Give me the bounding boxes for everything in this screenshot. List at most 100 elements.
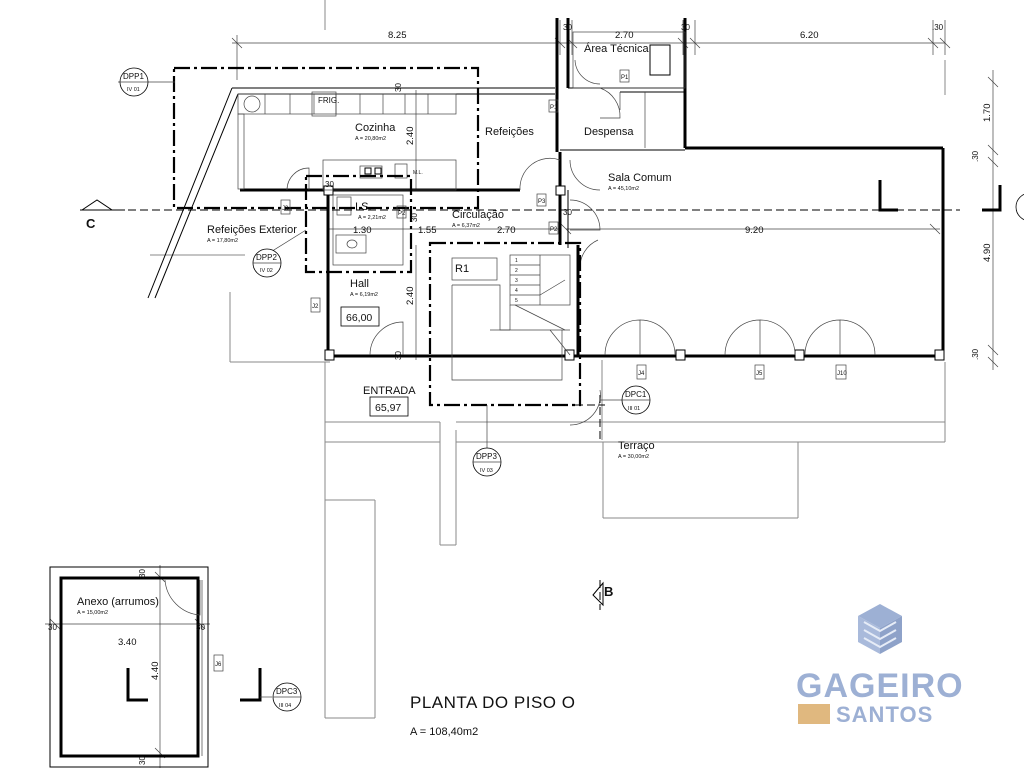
svg-text:DPP2: DPP2 (256, 253, 277, 262)
dim-2-70-mid: 2.70 (497, 225, 516, 236)
anexo (49, 566, 209, 768)
dim-30-kitchen: 30 (325, 180, 334, 189)
level-hall: 66,00 (346, 312, 372, 324)
wc (332, 194, 404, 266)
dim-30-vert-a: 30 (394, 83, 403, 92)
room-refeicoes-exterior: Refeições Exterior (207, 224, 297, 236)
tag-p2-wc: P2 (398, 211, 406, 217)
dim-2-70-top: 2.70 (615, 30, 634, 41)
room-terraco: Terraço (618, 440, 655, 452)
dim-1-55: 1.55 (418, 225, 437, 236)
callout-dpc1: DPC1 III 01 (600, 385, 651, 415)
walls (147, 18, 945, 361)
logo-mark (858, 604, 902, 654)
stair-step-4: 4 (515, 288, 518, 294)
tag-j4: J4 (638, 371, 645, 377)
area-terraco: A = 30,00m2 (618, 454, 649, 460)
area-hall: A = 6,19m2 (350, 292, 378, 298)
dim-30-anexo-r: 30 (196, 623, 205, 632)
dim-30-right-a: .30 (971, 150, 980, 162)
stairs (509, 254, 571, 356)
kitchen-fridge: FRIG. (318, 96, 339, 105)
tag-j6: J6 (215, 662, 222, 668)
callout-dpp1: DPP1 IV 01 (118, 67, 175, 97)
room-labels: Cozinha A = 20,80m2 Refeições Despensa Á… (77, 42, 672, 616)
plan-total-area: A = 108,40m2 (410, 726, 478, 738)
section-b: B (604, 584, 613, 599)
dim-6-20: 6.20 (800, 30, 819, 41)
dimension-lines (45, 20, 999, 768)
dim-2-40-hall: 2.40 (405, 287, 416, 306)
level-entrada: 65,97 (375, 402, 401, 414)
stair-step-1: 1 (515, 258, 518, 264)
outline-lines (150, 0, 946, 719)
dim-9-20: 9.20 (745, 225, 764, 236)
dim-1-70: 1.70 (982, 104, 993, 123)
room-r1: R1 (455, 263, 469, 275)
dim-1-30: 1.30 (353, 225, 372, 236)
svg-text:DPP3: DPP3 (476, 452, 497, 461)
dim-8-25: 8.25 (388, 30, 407, 41)
tag-j3: J3 (282, 206, 289, 212)
room-entrada: ENTRADA (363, 385, 416, 397)
svg-text:DPP1: DPP1 (123, 72, 144, 81)
stair-step-3: 3 (515, 278, 518, 284)
room-area-tecnica: Área Técnica (584, 42, 649, 55)
room-refeicoes: Refeições (485, 126, 534, 138)
logo-accent-block (798, 704, 830, 724)
room-cozinha: Cozinha (355, 122, 396, 134)
dim-30-c: .30 (932, 23, 944, 32)
svg-text:DPC1: DPC1 (625, 390, 647, 399)
callout-dpp2: DPP2 IV 02 (252, 229, 307, 278)
tag-j10: J10 (837, 371, 847, 377)
room-sala-comum: Sala Comum (608, 172, 672, 184)
room-wc: I.S. (355, 201, 372, 213)
opening-tags: P1 P1 P3 P2 P2 J3 J2 J4 J5 J10 J6 (213, 69, 847, 672)
room-circulacao: Circulação (452, 209, 504, 221)
area-circulacao: A = 6,37m2 (452, 223, 480, 229)
dim-4-90: 4.90 (982, 244, 993, 263)
svg-text:III 01: III 01 (628, 406, 640, 412)
dim-30-right-b: .30 (971, 348, 980, 360)
dim-3-40: 3.40 (118, 637, 137, 648)
section-c: C (86, 216, 96, 231)
tag-j5: J5 (756, 371, 763, 377)
callouts: DPP1 IV 01 DPP2 IV 02 DPP3 IV 03 DPC1 II… (118, 67, 1024, 712)
plan-title: PLANTA DO PISO O (410, 693, 575, 712)
dim-4-40: 4.40 (150, 662, 161, 681)
dim-30-a: 30 (563, 23, 572, 32)
area-wc: A = 2,21m2 (358, 215, 386, 221)
svg-text:IV 02: IV 02 (260, 268, 273, 274)
dim-30-anexo-bot: 30 (138, 756, 147, 765)
area-cozinha: A = 20,80m2 (355, 136, 386, 142)
stair-step-5: 5 (515, 298, 518, 304)
level-boxes: 66,00 65,97 (340, 306, 409, 417)
tag-p1: P1 (550, 105, 558, 111)
dash-outlines (80, 66, 960, 610)
svg-text:III 04: III 04 (279, 703, 291, 709)
dim-30-vert-b: 30 (394, 351, 403, 360)
area-refeicoes-exterior: A = 17,80m2 (207, 238, 238, 244)
stair-step-2: 2 (515, 268, 518, 274)
tag-p2: P2 (550, 227, 558, 233)
room-despensa: Despensa (584, 126, 634, 138)
room-hall: Hall (350, 278, 369, 290)
section-marks (80, 180, 1002, 702)
tag-p1b: P1 (621, 75, 629, 81)
tag-j2: J2 (312, 304, 319, 310)
doors (286, 59, 876, 426)
kitchen-oven: M.L. (413, 170, 423, 176)
logo-line1: GAGEIRO (796, 667, 964, 705)
dim-30-anexo-l: 30 (48, 623, 57, 632)
stair-numbers: 1 2 3 4 5 (515, 258, 518, 304)
svg-text:IV 01: IV 01 (127, 87, 140, 93)
dim-30-vert-c: 30 (410, 213, 419, 222)
dim-2-40-kitchen: 2.40 (405, 127, 416, 146)
dimension-text: 8.25 2.70 6.20 30 30 .30 9.20 2.70 1.30 … (48, 23, 993, 765)
area-anexo: A = 15,00m2 (77, 610, 108, 616)
kitchen-counter (237, 91, 457, 191)
r1-room (451, 257, 563, 381)
callout-dpc3: DPC3 III 04 (260, 682, 302, 712)
svg-text:IV 03: IV 03 (480, 468, 493, 474)
